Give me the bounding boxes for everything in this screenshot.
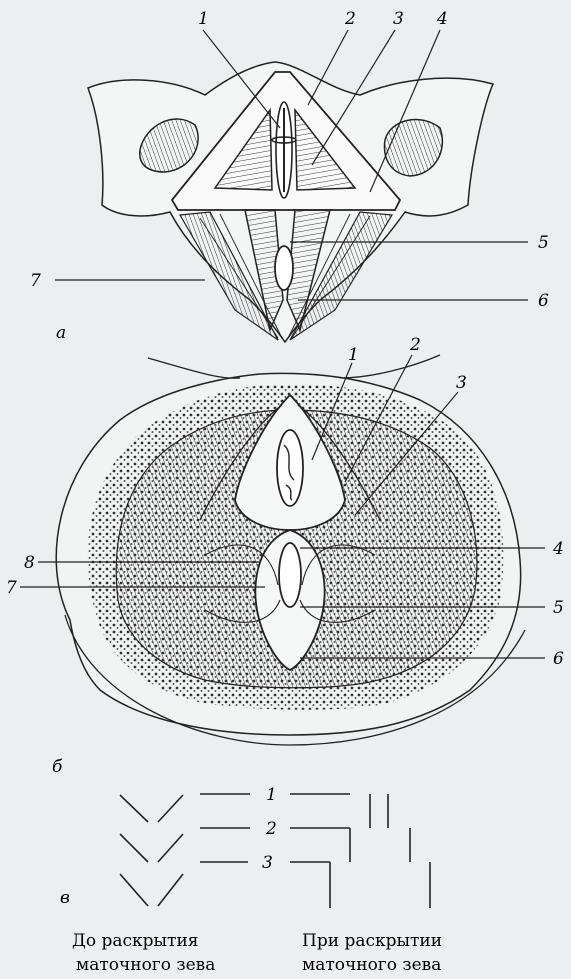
anal-orifice-b [279, 543, 301, 607]
panel-c-drawing [120, 794, 430, 908]
panel-b-label-7: 7 [6, 578, 17, 598]
panel-a-label-3: 3 [393, 9, 404, 29]
panel-a-letter: а [56, 323, 66, 343]
before-right-3 [158, 874, 183, 906]
caption-before-line-2: маточного зева [76, 955, 215, 975]
before-left-2 [120, 834, 148, 862]
before-left-1 [120, 795, 148, 822]
panel-b-label-8: 8 [24, 553, 35, 573]
panel-a-label-2: 2 [344, 9, 356, 29]
upper-left-flap [148, 358, 240, 378]
panel-c-label-3: 3 [262, 853, 273, 873]
panel-b-label-4: 4 [552, 539, 564, 559]
panel-b-label-1: 1 [348, 345, 359, 365]
caption-before-line-1: До раскрытия [72, 931, 199, 951]
before-right-2 [158, 834, 183, 862]
panel-b-label-6: 6 [553, 649, 564, 669]
anal-opening [275, 246, 293, 290]
panel-c-label-1: 1 [266, 785, 277, 805]
before-left-3 [120, 874, 148, 906]
caption-during-line-2: маточного зева [302, 955, 441, 975]
panel-c-label-2: 2 [265, 819, 277, 839]
panel-b-letter: б [52, 757, 63, 777]
panel-a-label-4: 4 [436, 9, 448, 29]
panel-b-label-2: 2 [409, 335, 421, 355]
panel-c-captions: До раскрытия маточного зева При раскрыти… [72, 931, 442, 975]
panel-b-label-5: 5 [553, 598, 564, 618]
panel-a-label-6: 6 [538, 291, 549, 311]
panel-c-letter: в [60, 888, 70, 908]
caption-during-line-1: При раскрытии [302, 931, 442, 951]
panel-b-drawing [56, 355, 525, 745]
panel-a-label-7: 7 [30, 271, 41, 291]
before-right-1 [158, 795, 183, 822]
panel-a-label-1: 1 [198, 9, 209, 29]
panel-b-label-3: 3 [456, 373, 467, 393]
panel-c-labels: 1 2 3 в [60, 785, 277, 908]
panel-a-label-5: 5 [538, 233, 549, 253]
vaginal-orifice-b [277, 430, 303, 506]
